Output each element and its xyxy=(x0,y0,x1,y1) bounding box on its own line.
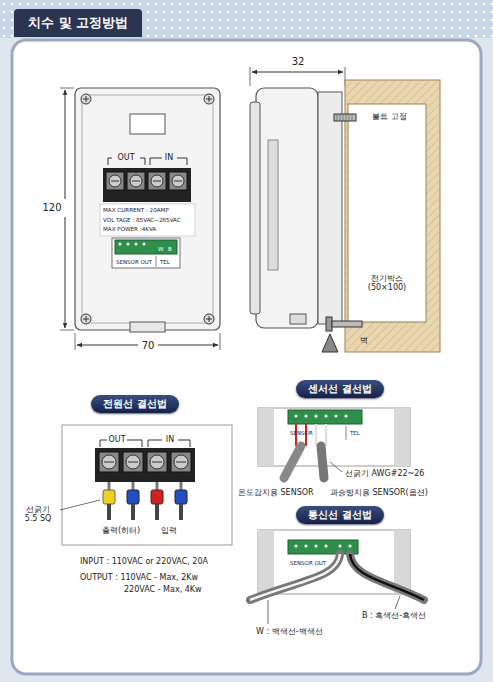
screw xyxy=(81,94,214,324)
page-title: 치수 및 고정방법 xyxy=(14,9,142,37)
dimension: 120 xyxy=(42,202,61,214)
front-view xyxy=(75,88,220,332)
part-name: 벽 xyxy=(360,336,368,345)
terminal-label: IN xyxy=(165,153,173,162)
section-title: 전원선 결선법 xyxy=(103,398,166,410)
terminal-label: OUT xyxy=(117,153,134,162)
rating-text: VOL TAGE : 85VAC~265VAC xyxy=(103,216,181,222)
pin-name: B xyxy=(168,246,172,252)
wire-spec: 선굵기 AWG#22~26 xyxy=(345,469,424,478)
wire-note: B : 흑색선-흑색선 xyxy=(362,611,426,620)
rating-text: MAX POWER :4KVA xyxy=(103,226,156,232)
section-title: 통신선 결선법 xyxy=(308,509,371,521)
wire-label: 출력(히터) xyxy=(102,526,140,535)
part-name: 온도감지용 SENSOR xyxy=(238,488,314,497)
side-view xyxy=(250,80,440,352)
wire-label: 입력 xyxy=(161,526,177,535)
rating-text: MAX CURRENT : 20AMP xyxy=(103,207,169,213)
section-title: 센서선 결선법 xyxy=(308,383,371,395)
section-header: 센서선 결선법 xyxy=(296,380,383,398)
wire-spec: 선굵기 5.5 SQ xyxy=(21,505,55,523)
spec-note: INPUT : 110VAC or 220VAC, 20A xyxy=(80,557,208,566)
dimension-lines xyxy=(60,67,345,350)
part-name: 과승방지용 SENSOR(옵션) xyxy=(330,488,428,497)
spec-note: OUTPUT : 110VAC - Max, 2Kw xyxy=(80,573,198,582)
dimension: 70 xyxy=(142,340,155,352)
dimension: 32 xyxy=(292,56,305,68)
wire-note: W : 백색선-백색선 xyxy=(256,627,323,636)
sensor-wiring xyxy=(258,408,410,478)
section-header: 전원선 결선법 xyxy=(91,395,178,413)
terminal-label: SENSOR OUT xyxy=(116,258,152,264)
terminal-label: TEL xyxy=(350,430,360,436)
terminal-label: SENSOR OUT xyxy=(290,560,326,566)
terminal-label: IN xyxy=(166,435,174,444)
pin-name: W xyxy=(158,246,164,252)
terminal-label: TEL xyxy=(160,258,170,264)
part-name: 전기박스 (50×100) xyxy=(354,274,420,292)
spec-note: 220VAC - Max, 4Kw xyxy=(124,585,202,594)
power-wiring xyxy=(60,425,232,545)
part-name: 볼트 고정 xyxy=(372,112,407,121)
terminal-label: SENSOR xyxy=(290,430,313,436)
comm-wiring xyxy=(250,530,424,624)
section-header: 통신선 결선법 xyxy=(296,506,383,524)
terminal-label: OUT xyxy=(108,435,125,444)
